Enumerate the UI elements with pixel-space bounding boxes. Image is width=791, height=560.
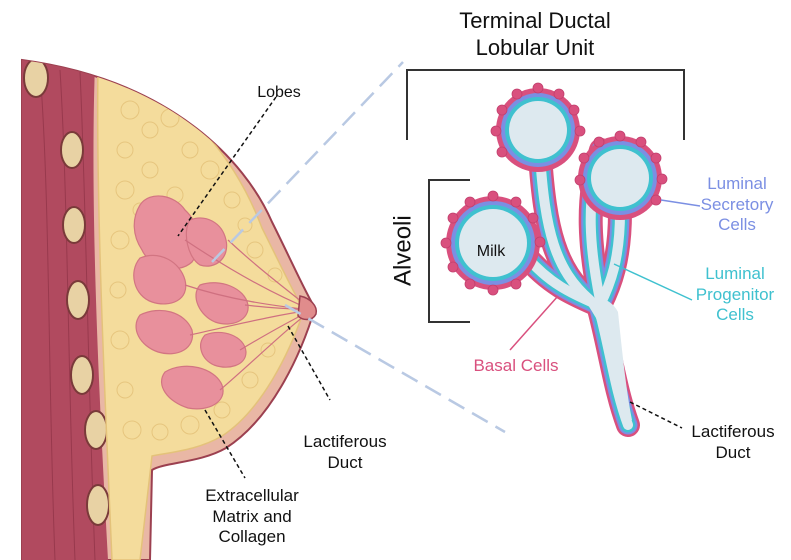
luminal-secretory-label: Luminal Secretory Cells	[692, 174, 782, 236]
milk-label: Milk	[464, 242, 518, 262]
basal-pointer	[510, 296, 558, 350]
luminal-progenitor-label: Luminal Progenitor Cells	[680, 264, 790, 326]
tdlu-lactiferous-duct-label: Lactiferous Duct	[678, 422, 788, 463]
nipple	[298, 296, 316, 320]
lobes-label: Lobes	[244, 83, 314, 103]
tdlu-title: Terminal Ductal Lobular Unit	[430, 8, 640, 62]
alveolus-right	[578, 136, 662, 220]
alveoli-label: Alveoli	[388, 206, 417, 296]
breast-lactiferous-duct-label: Lactiferous Duct	[290, 432, 400, 473]
basal-cells-label: Basal Cells	[456, 356, 576, 377]
alveolus-top	[496, 88, 580, 172]
breast-cross-section	[22, 59, 316, 560]
ecm-label: Extracellular Matrix and Collagen	[182, 486, 322, 548]
